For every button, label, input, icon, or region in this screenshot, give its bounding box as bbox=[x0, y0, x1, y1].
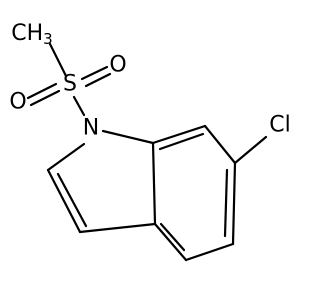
oxygen-upper-label: O bbox=[109, 53, 126, 78]
bond-c7a-c7-2 bbox=[158, 132, 205, 151]
bond-s-o-upper-1 bbox=[80, 65, 109, 81]
bond-c2-c3-2 bbox=[56, 172, 88, 228]
bond-s-o-lower-1 bbox=[26, 82, 58, 100]
bond-n-c2 bbox=[46, 142, 86, 172]
bond-c3-c3a bbox=[78, 222, 157, 234]
nitrogen-label: N bbox=[83, 116, 99, 141]
bond-s-o-upper-2 bbox=[84, 72, 112, 88]
bond-n-c7a bbox=[101, 129, 155, 145]
bond-c4-c3a-2 bbox=[159, 222, 186, 252]
chlorine-label: Cl bbox=[269, 113, 290, 138]
molecule-structure-drawing: CH3 S O O N Cl bbox=[9, 21, 291, 262]
bond-c5-c4 bbox=[184, 242, 235, 262]
bond-c7a-c7-1 bbox=[151, 124, 207, 145]
bond-c6-c5-1 bbox=[231, 161, 237, 246]
bond-c4-c3a-1 bbox=[153, 222, 188, 262]
bond-c2-c3-1 bbox=[46, 168, 82, 234]
bond-c7-c6 bbox=[203, 124, 237, 165]
bond-c6-c5-2 bbox=[223, 168, 229, 238]
bond-layer bbox=[26, 42, 268, 262]
bond-s-o-lower-2 bbox=[29, 89, 61, 107]
bond-s-n bbox=[72, 95, 86, 117]
bond-c3a-c7a bbox=[151, 141, 157, 226]
sulfur-label: S bbox=[63, 72, 77, 97]
bond-c6-cl bbox=[233, 135, 268, 165]
ch3-label: CH3 bbox=[11, 21, 52, 49]
bond-ch3-s bbox=[48, 42, 68, 78]
atom-label-layer: CH3 S O O N Cl bbox=[9, 21, 290, 141]
oxygen-lower-label: O bbox=[9, 90, 26, 115]
